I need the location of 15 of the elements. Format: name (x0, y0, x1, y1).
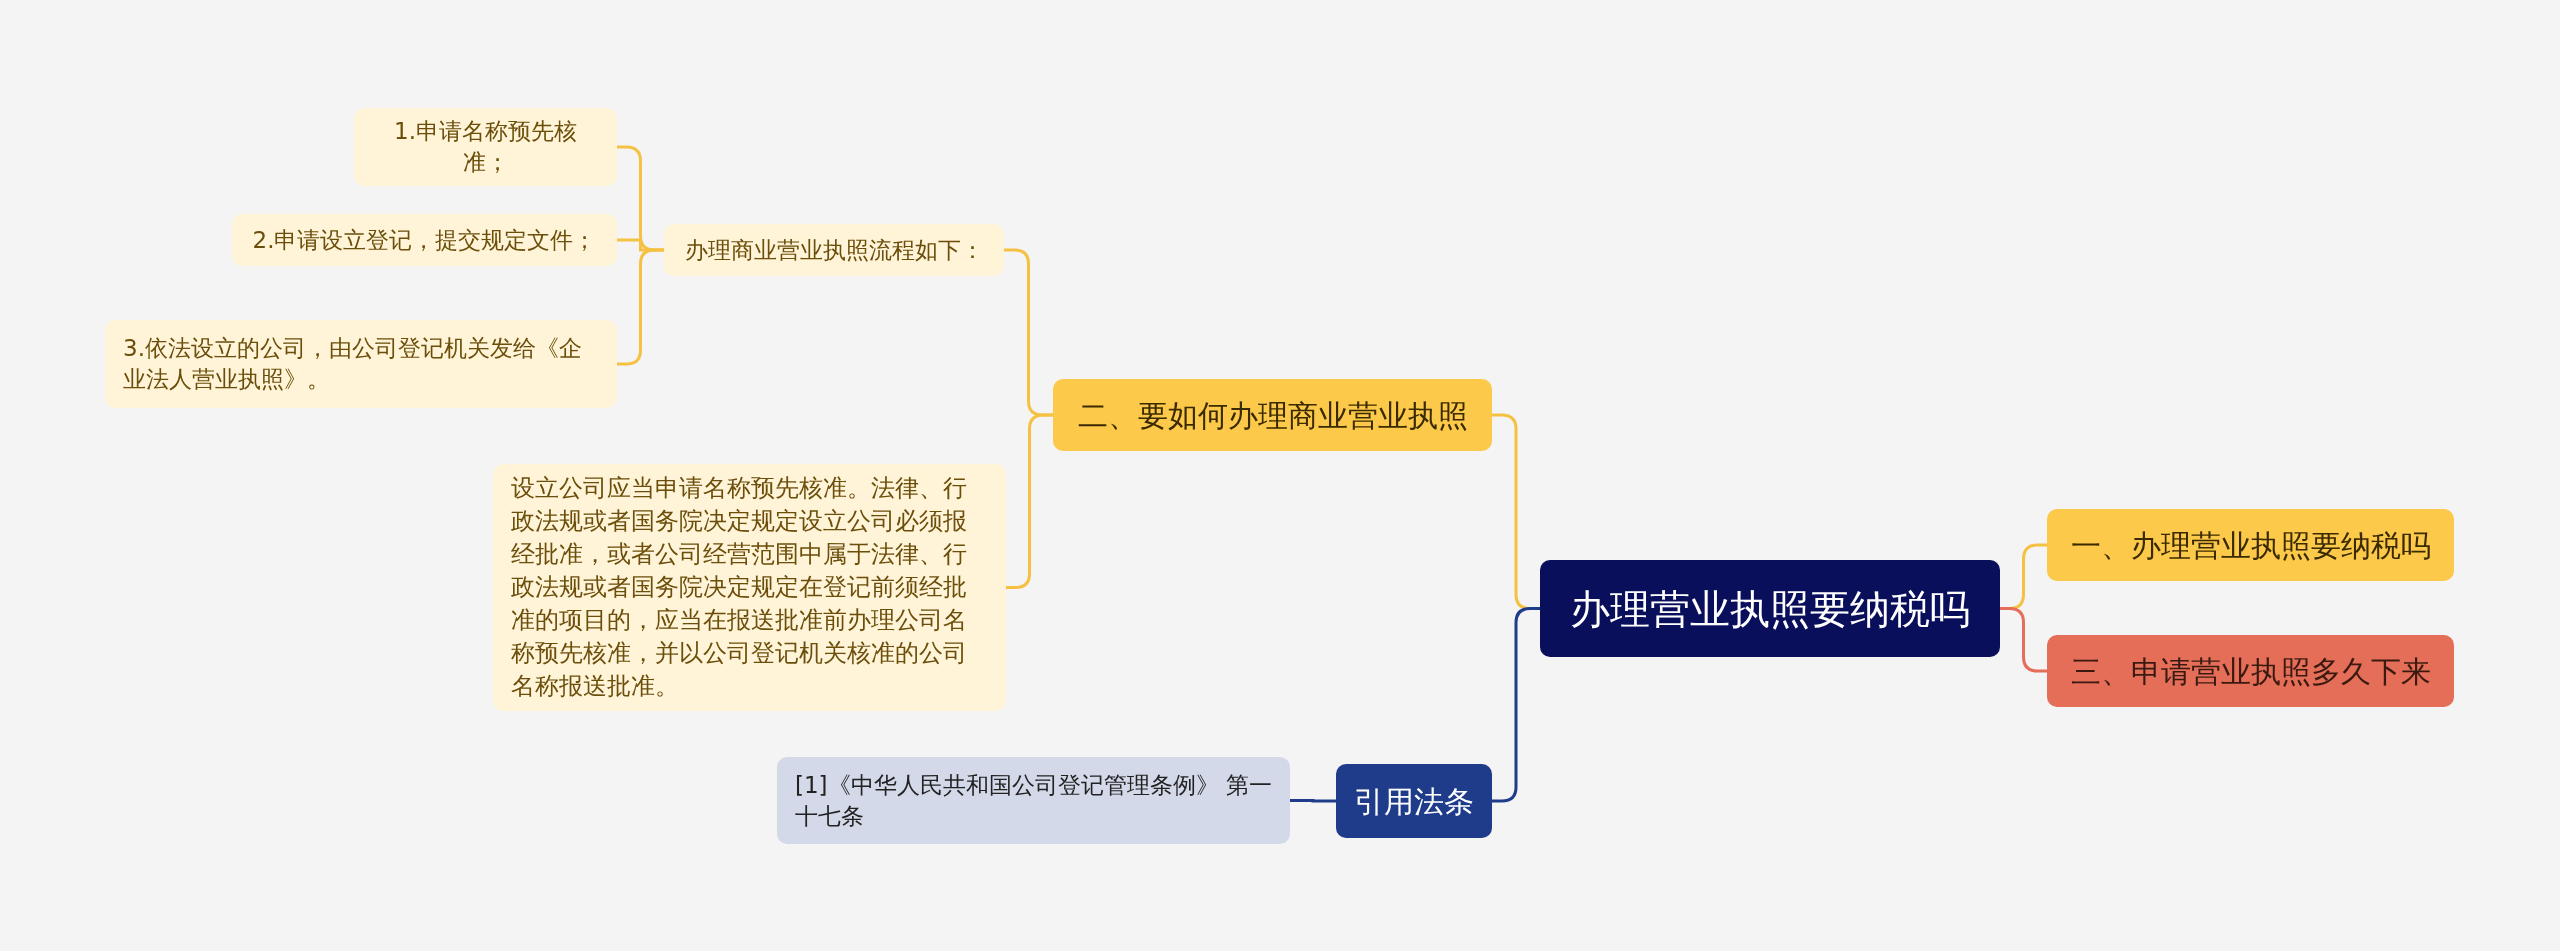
subtopic-box: 办理商业营业执照流程如下： (664, 224, 1004, 276)
topic-box: 一、办理营业执照要纳税吗 (2047, 509, 2454, 581)
topic-box: 二、要如何办理商业营业执照 (1053, 379, 1492, 451)
root-topic-box: 办理营业执照要纳税吗 (1540, 560, 2000, 657)
connector-line (1290, 799, 1336, 803)
reference-box: [1]《中华人民共和国公司登记管理条例》 第一十七条 (777, 757, 1290, 844)
connector-line (617, 248, 664, 366)
topic-box: 三、申请营业执照多久下来 (2047, 635, 2454, 707)
connector-line (1006, 413, 1053, 589)
topic-box: 引用法条 (1336, 764, 1492, 838)
connector-line (1492, 607, 1540, 803)
note-box: 设立公司应当申请名称预先核准。法律、行政法规或者国务院决定规定设立公司必须报经批准，或者公司经营范围中属于法律、行政法规或者国务院决定规定在登记前须经批准的项目的，应当在报送批准前办理公司名称预先核准，并以公司登记机关核准的公司名称报送批准。 (493, 464, 1006, 711)
subtopic-box: 2.申请设立登记，提交规定文件； (232, 214, 617, 266)
subtopic-box: 1.申请名称预先核准； (354, 108, 617, 186)
subtopic-box: 3.依法设立的公司，由公司登记机关发给《企业法人营业执照》。 (105, 320, 617, 408)
